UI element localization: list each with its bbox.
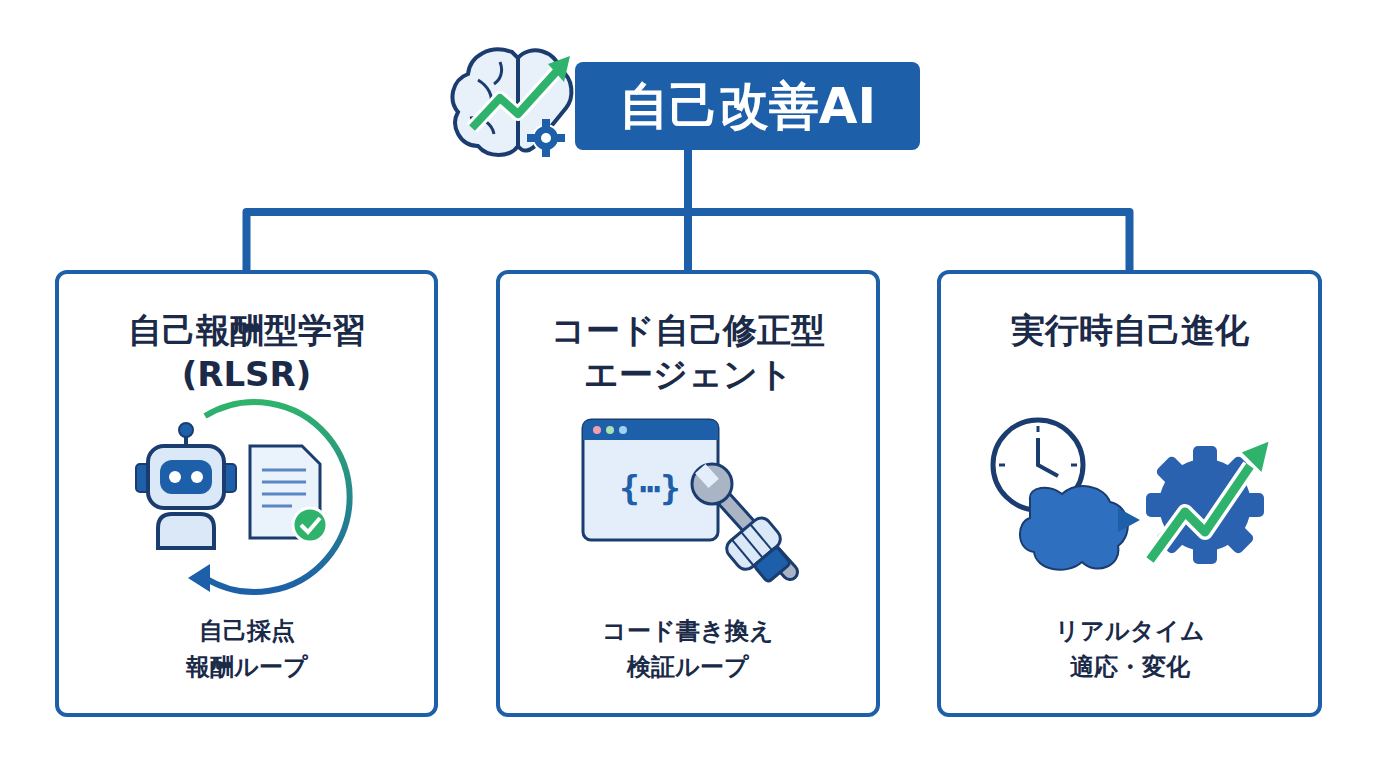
category-caption: コード書き換え 検証ループ [602, 613, 774, 685]
reward-loop-icon-part [188, 564, 210, 592]
reward-loop-icon-part-part [262, 493, 306, 496]
code-repair-icon-part [606, 426, 614, 434]
evolution-icon-part-part [1037, 426, 1040, 432]
category-heading: 自己報酬型学習 (RLSR) [128, 308, 366, 396]
code-repair-icon-part [619, 426, 627, 434]
category-caption: 自己採点 報酬ループ [186, 613, 308, 685]
reward-loop-icon-part [169, 471, 181, 483]
reward-loop-icon-part [160, 460, 212, 494]
evolution-icon-part [1020, 486, 1128, 570]
evolution-icon-part [1146, 446, 1264, 564]
evolution-icon-part [1118, 508, 1140, 532]
tree-connector [247, 150, 689, 272]
category-box: 自己報酬型学習 (RLSR) 自己採点 報酬ループ [55, 270, 438, 717]
root-box: 自己改善AI [575, 62, 920, 150]
code-repair-icon-part-part [750, 524, 772, 550]
reward-loop-icon-part-part [262, 505, 292, 508]
category-caption: リアルタイム 適応・変化 [1055, 613, 1205, 685]
code-repair-icon-part [593, 426, 601, 434]
category-heading: コード自己修正型 エージェント [551, 308, 825, 396]
root-title: 自己改善AI [619, 73, 876, 140]
reward-loop-icon-part [262, 470, 306, 506]
evolution-icon-part-part [999, 464, 1005, 467]
evolution-icon-part [1038, 438, 1058, 476]
brain-icon-part-part [527, 134, 535, 142]
reward-loop-icon-part [293, 508, 327, 542]
brain-icon-part [472, 72, 556, 128]
evolution-icon-part-part [1071, 464, 1077, 467]
evolution-icon-part [1240, 440, 1270, 474]
brain-icon-part [541, 133, 551, 143]
reward-loop-icon-part [148, 446, 224, 508]
brain-icon-part-part [557, 134, 565, 142]
reward-loop-icon-part [301, 518, 320, 532]
reward-loop-icon-part-part [262, 481, 306, 484]
code-repair-icon-part [583, 420, 718, 440]
brain-icon-part [472, 72, 556, 128]
code-repair-icon-part [723, 514, 799, 590]
brain-icon-part [527, 119, 565, 157]
code-repair-icon-part-part [754, 546, 791, 582]
evolution-icon-part [1150, 466, 1250, 560]
brain-icon-part-part [542, 149, 550, 157]
category-heading: 実行時自己進化 [1011, 308, 1249, 352]
brain-icon-part [548, 56, 570, 82]
category-box: 実行時自己進化リアルタイム 適応・変化 [937, 270, 1322, 717]
reward-loop-icon-part [158, 514, 214, 548]
brain-icon-part [533, 125, 559, 151]
brain-icon [453, 49, 572, 157]
evolution-icon [993, 420, 1270, 570]
code-repair-icon [583, 420, 799, 590]
reward-loop-icon-part [191, 471, 203, 483]
reward-loop-icon [136, 402, 350, 592]
code-braces: {⋯} [619, 468, 680, 508]
category-box: コード自己修正型 エージェントコード書き換え 検証ループ [496, 270, 880, 717]
tree-connector [688, 150, 1130, 272]
reward-loop-icon-part-part [262, 469, 306, 472]
reward-loop-icon-part [179, 423, 193, 437]
brain-icon-part-part [542, 119, 550, 127]
code-repair-icon-part [692, 464, 732, 504]
evolution-icon-part [1150, 466, 1250, 560]
reward-loop-icon-part [205, 402, 350, 592]
code-repair-icon-part [695, 464, 719, 488]
